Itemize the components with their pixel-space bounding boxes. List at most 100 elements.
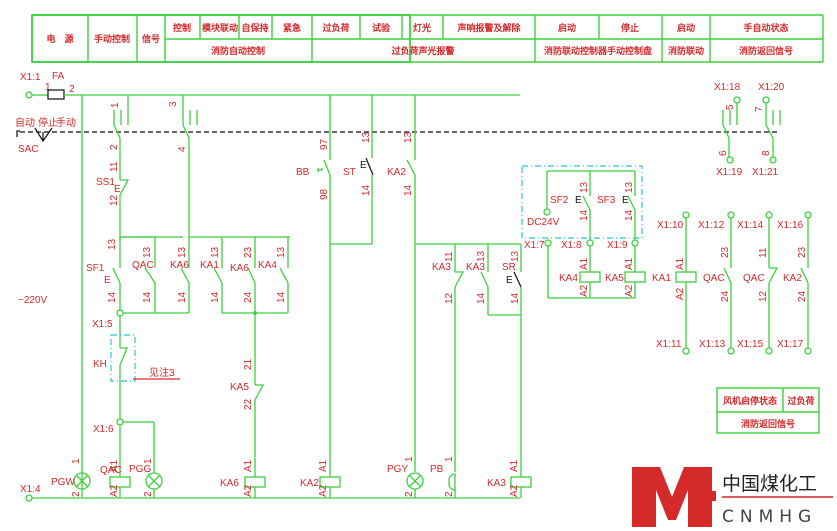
terminal-x1-17[interactable] — [804, 347, 812, 355]
ka6-contact-label: KA6 — [170, 260, 189, 271]
terminal-x1-8[interactable] — [586, 239, 594, 247]
sac-manual-label: 手动 — [56, 116, 76, 129]
terminal-x1-7-label: X1:7 — [524, 240, 545, 251]
terminal-x1-11[interactable] — [682, 347, 690, 355]
svg-text:1: 1 — [143, 458, 154, 464]
svg-text:A1: A1 — [109, 459, 120, 472]
legend-table: 风机启停状态 过负荷 消防返回信号 — [716, 387, 820, 434]
pgg-label: PGG — [129, 464, 151, 475]
svg-text:A1: A1 — [624, 257, 635, 270]
sr-label: SR — [502, 262, 516, 273]
svg-text:E: E — [360, 160, 367, 171]
terminal-x1-6[interactable] — [116, 418, 124, 426]
fire-panel-enclosure — [521, 165, 643, 239]
main-rail: ~220V X1:4 — [18, 95, 520, 502]
ka3-contact1-label: KA3 — [432, 262, 451, 273]
terminal-x1-21-label: X1:21 — [752, 167, 779, 178]
ka4-contact-label: KA4 — [258, 260, 277, 271]
terminal-x1-10[interactable] — [682, 211, 690, 219]
terminal-x1-10-label: X1:10 — [657, 220, 684, 231]
terminal-x1-21[interactable] — [769, 156, 777, 164]
svg-text:4: 4 — [177, 146, 188, 152]
terminal-x1-19[interactable] — [726, 156, 734, 164]
svg-text:E: E — [114, 184, 121, 195]
svg-text:12: 12 — [758, 290, 769, 302]
kh-label: KH — [93, 359, 107, 370]
svg-text:1: 1 — [404, 456, 415, 462]
svg-text:24: 24 — [797, 290, 808, 302]
ka3-coil-label: KA3 — [487, 478, 506, 489]
terminal-x1-4[interactable] — [25, 494, 33, 502]
terminal-x1-13-label: X1:13 — [699, 339, 726, 350]
terminal-x1-20-label: X1:20 — [758, 82, 785, 93]
svg-text:13: 13 — [142, 246, 153, 258]
svg-text:97: 97 — [319, 138, 330, 150]
ka6-contact2-label: KA6 — [230, 263, 249, 274]
terminal-x1-15[interactable] — [765, 347, 773, 355]
svg-text:E: E — [575, 195, 582, 206]
svg-text:A2: A2 — [109, 484, 120, 497]
header-self-hold: 自保持 — [241, 22, 268, 34]
svg-text:13: 13 — [579, 181, 590, 193]
terminal-x1-5[interactable] — [116, 309, 124, 317]
svg-text:13: 13 — [361, 131, 372, 143]
svg-text:A2: A2 — [243, 484, 254, 497]
svg-text:13: 13 — [177, 246, 188, 258]
svg-text:11: 11 — [444, 251, 455, 262]
terminal-x1-9[interactable] — [631, 239, 639, 247]
svg-text:24: 24 — [243, 291, 254, 303]
legend-overload: 过负荷 — [787, 395, 814, 407]
terminal-x1-13[interactable] — [727, 347, 735, 355]
terminal-x1-16[interactable] — [804, 211, 812, 219]
sac-handle-icon — [16, 130, 20, 137]
svg-text:A1: A1 — [579, 257, 590, 270]
sac-contact-3-4: 3 4 — [168, 95, 290, 238]
svg-text:12: 12 — [444, 292, 455, 304]
svg-text:14: 14 — [403, 184, 414, 196]
bb-label: BB — [296, 167, 310, 178]
header-emergency: 紧急 — [283, 22, 301, 34]
svg-text:2: 2 — [404, 491, 415, 497]
terminal-x1-14[interactable] — [765, 211, 773, 219]
svg-text:A2: A2 — [675, 287, 686, 300]
header-light: 灯光 — [413, 22, 431, 34]
ka1-coil-icon — [675, 271, 697, 283]
terminal-x1-9-label: X1:9 — [607, 240, 628, 251]
ka2-contact-label: KA2 — [387, 167, 406, 178]
svg-text:3: 3 — [168, 101, 179, 107]
header-start-2: 启动 — [677, 22, 695, 34]
svg-text:11: 11 — [109, 161, 120, 172]
svg-text:13: 13 — [476, 250, 487, 262]
kh-qac-column: X1:5 KH 见注3 X1:6 QAC A1 A2 PGG 1 2 PGW 1… — [51, 316, 180, 498]
svg-text:14: 14 — [476, 292, 487, 304]
svg-text:13: 13 — [276, 246, 287, 258]
svg-text:23: 23 — [797, 246, 808, 258]
sac-contact-1-2: 1 2 11 SS1 E 12 — [96, 95, 183, 240]
svg-text:2: 2 — [444, 491, 455, 497]
sac-auto-label: 自动 — [15, 116, 35, 129]
terminal-x1-16-label: X1:16 — [777, 220, 804, 231]
ss1-button-icon[interactable] — [119, 179, 130, 240]
qac-contact-label: QAC — [132, 260, 154, 271]
terminal-x1-7[interactable] — [544, 239, 552, 247]
pgw-label: PGW — [51, 477, 75, 488]
header-alarm-reset: 声响报警及解除 — [456, 22, 521, 34]
terminal-x1-5-label: X1:5 — [92, 319, 113, 330]
header-stop: 停止 — [621, 22, 639, 34]
terminal-x1-20[interactable] — [762, 96, 770, 104]
ka2-coil-label: KA2 — [300, 478, 319, 489]
ka5-coil-icon — [624, 271, 646, 283]
svg-text:2: 2 — [109, 144, 120, 150]
terminal-x1-8-label: X1:8 — [561, 240, 582, 251]
terminal-x1-1[interactable] — [25, 91, 33, 99]
terminal-x1-12[interactable] — [727, 211, 735, 219]
sf1-label: SF1 — [86, 263, 105, 274]
terminal-x1-11-label: X1:11 — [656, 339, 682, 350]
ka3-contact2-label: KA3 — [466, 262, 485, 273]
sac-label: SAC — [18, 144, 39, 155]
svg-text:8: 8 — [761, 150, 772, 156]
terminal-x1-18[interactable] — [733, 96, 741, 104]
svg-text:24: 24 — [720, 290, 731, 302]
svg-text:14: 14 — [579, 209, 590, 221]
svg-text:1: 1 — [71, 458, 82, 464]
